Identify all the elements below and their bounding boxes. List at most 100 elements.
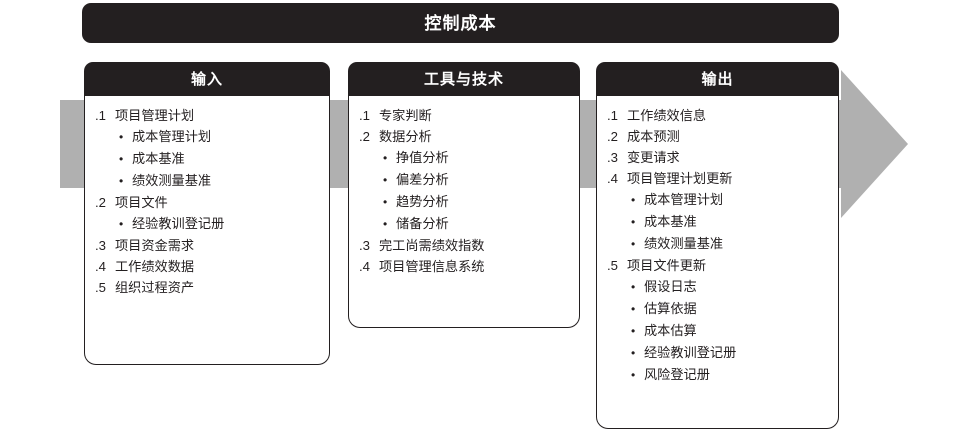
item-list-tools: .1 专家判断 .2 数据分析 • 挣值分析 • 偏差分析 • 趋势分析 — [359, 105, 571, 277]
item-list-inputs: .1 项目管理计划 • 成本管理计划 • 成本基准 • 绩效测量基准 .2 — [95, 105, 321, 298]
sub-item-label: 挣值分析 — [396, 150, 449, 165]
sub-list-item: • 成本估算 — [607, 320, 830, 342]
sub-item-label: 绩效测量基准 — [644, 236, 724, 251]
sub-item-label: 风险登记册 — [644, 367, 710, 382]
bullet-icon: • — [383, 151, 388, 165]
bullet-icon: • — [631, 302, 636, 316]
list-item: .2 数据分析 — [359, 126, 571, 147]
sub-list: • 假设日志 • 估算依据 • 成本估算 • 经验教训登记册 • 风险登记册 — [607, 276, 830, 386]
sub-list-item: • 绩效测量基准 — [607, 233, 830, 255]
sub-list-item: • 假设日志 — [607, 276, 830, 298]
sub-list-item: • 成本基准 — [95, 148, 321, 170]
column-body-tools: .1 专家判断 .2 数据分析 • 挣值分析 • 偏差分析 • 趋势分析 — [348, 96, 580, 328]
bullet-icon: • — [383, 217, 388, 231]
sub-list: • 挣值分析 • 偏差分析 • 趋势分析 • 储备分析 — [359, 147, 571, 235]
sub-list-item: • 估算依据 — [607, 298, 830, 320]
bullet-icon: • — [631, 368, 636, 382]
item-number: .4 — [607, 171, 618, 186]
sub-list: • 成本管理计划 • 成本基准 • 绩效测量基准 — [95, 126, 321, 192]
list-item: .1 工作绩效信息 — [607, 105, 830, 126]
item-label: 项目管理计划更新 — [627, 171, 733, 186]
sub-list-item: • 偏差分析 — [359, 169, 571, 191]
item-number: .3 — [95, 238, 106, 253]
item-number: .3 — [359, 238, 370, 253]
item-number: .3 — [607, 150, 618, 165]
item-label: 项目管理信息系统 — [379, 259, 485, 274]
column-header-outputs: 输出 — [596, 62, 839, 96]
bullet-icon: • — [119, 152, 124, 166]
item-number: .5 — [607, 258, 618, 273]
sub-list: • 经验教训登记册 — [95, 213, 321, 235]
column-body-outputs: .1 工作绩效信息 .2 成本预测 .3 变更请求 .4 项目管理计划更新 • … — [596, 96, 839, 429]
item-number: .1 — [359, 108, 370, 123]
sub-item-label: 储备分析 — [396, 216, 449, 231]
item-label: 数据分析 — [379, 129, 432, 144]
bullet-icon: • — [119, 130, 124, 144]
sub-item-label: 成本管理计划 — [644, 192, 724, 207]
sub-item-label: 趋势分析 — [396, 194, 449, 209]
item-label: 成本预测 — [627, 129, 680, 144]
item-label: 变更请求 — [627, 150, 680, 165]
sub-item-label: 成本基准 — [132, 151, 185, 166]
column-inputs: 输入 .1 项目管理计划 • 成本管理计划 • 成本基准 • 绩效测量基准 — [84, 62, 330, 365]
list-item: .4 工作绩效数据 — [95, 256, 321, 277]
sub-item-label: 假设日志 — [644, 279, 697, 294]
list-item: .4 项目管理计划更新 — [607, 168, 830, 189]
list-item: .1 项目管理计划 — [95, 105, 321, 126]
sub-item-label: 绩效测量基准 — [132, 173, 212, 188]
sub-list-item: • 储备分析 — [359, 213, 571, 235]
item-list-outputs: .1 工作绩效信息 .2 成本预测 .3 变更请求 .4 项目管理计划更新 • … — [607, 105, 830, 386]
bullet-icon: • — [631, 346, 636, 360]
item-label: 项目文件更新 — [627, 258, 707, 273]
bullet-icon: • — [631, 215, 636, 229]
bullet-icon: • — [383, 173, 388, 187]
page-title: 控制成本 — [424, 13, 497, 33]
list-item: .3 完工尚需绩效指数 — [359, 235, 571, 256]
sub-list-item: • 绩效测量基准 — [95, 170, 321, 192]
sub-list-item: • 成本管理计划 — [607, 189, 830, 211]
sub-item-label: 经验教训登记册 — [644, 345, 737, 360]
bullet-icon: • — [631, 280, 636, 294]
item-label: 完工尚需绩效指数 — [379, 238, 485, 253]
item-label: 工作绩效信息 — [627, 108, 707, 123]
list-item: .3 项目资金需求 — [95, 235, 321, 256]
sub-list-item: • 成本基准 — [607, 211, 830, 233]
bullet-icon: • — [631, 324, 636, 338]
sub-item-label: 成本管理计划 — [132, 129, 212, 144]
item-label: 项目资金需求 — [115, 238, 195, 253]
list-item: .5 组织过程资产 — [95, 277, 321, 298]
item-label: 项目管理计划 — [115, 108, 195, 123]
item-label: 专家判断 — [379, 108, 432, 123]
sub-list-item: • 挣值分析 — [359, 147, 571, 169]
sub-item-label: 估算依据 — [644, 301, 697, 316]
list-item: .5 项目文件更新 — [607, 255, 830, 276]
sub-list-item: • 经验教训登记册 — [607, 342, 830, 364]
bullet-icon: • — [119, 217, 124, 231]
item-label: 项目文件 — [115, 195, 168, 210]
item-number: .5 — [95, 280, 106, 295]
list-item: .2 成本预测 — [607, 126, 830, 147]
list-item: .4 项目管理信息系统 — [359, 256, 571, 277]
item-number: .4 — [359, 259, 370, 274]
sub-item-label: 经验教训登记册 — [132, 216, 225, 231]
bullet-icon: • — [631, 237, 636, 251]
list-item: .1 专家判断 — [359, 105, 571, 126]
column-header-tools: 工具与技术 — [348, 62, 580, 96]
sub-list-item: • 成本管理计划 — [95, 126, 321, 148]
item-label: 工作绩效数据 — [115, 259, 195, 274]
item-label: 组织过程资产 — [115, 280, 195, 295]
bullet-icon: • — [631, 193, 636, 207]
column-header-inputs: 输入 — [84, 62, 330, 96]
item-number: .2 — [359, 129, 370, 144]
sub-item-label: 成本估算 — [644, 323, 697, 338]
column-outputs: 输出 .1 工作绩效信息 .2 成本预测 .3 变更请求 .4 项目管理计划更新 — [596, 62, 839, 429]
item-number: .1 — [95, 108, 106, 123]
item-number: .2 — [95, 195, 106, 210]
column-header-label: 工具与技术 — [423, 70, 504, 88]
process-title-banner: 控制成本 — [82, 3, 839, 43]
item-number: .2 — [607, 129, 618, 144]
column-header-label: 输出 — [701, 70, 734, 88]
sub-list: • 成本管理计划 • 成本基准 • 绩效测量基准 — [607, 189, 830, 255]
bullet-icon: • — [383, 195, 388, 209]
list-item: .3 变更请求 — [607, 147, 830, 168]
